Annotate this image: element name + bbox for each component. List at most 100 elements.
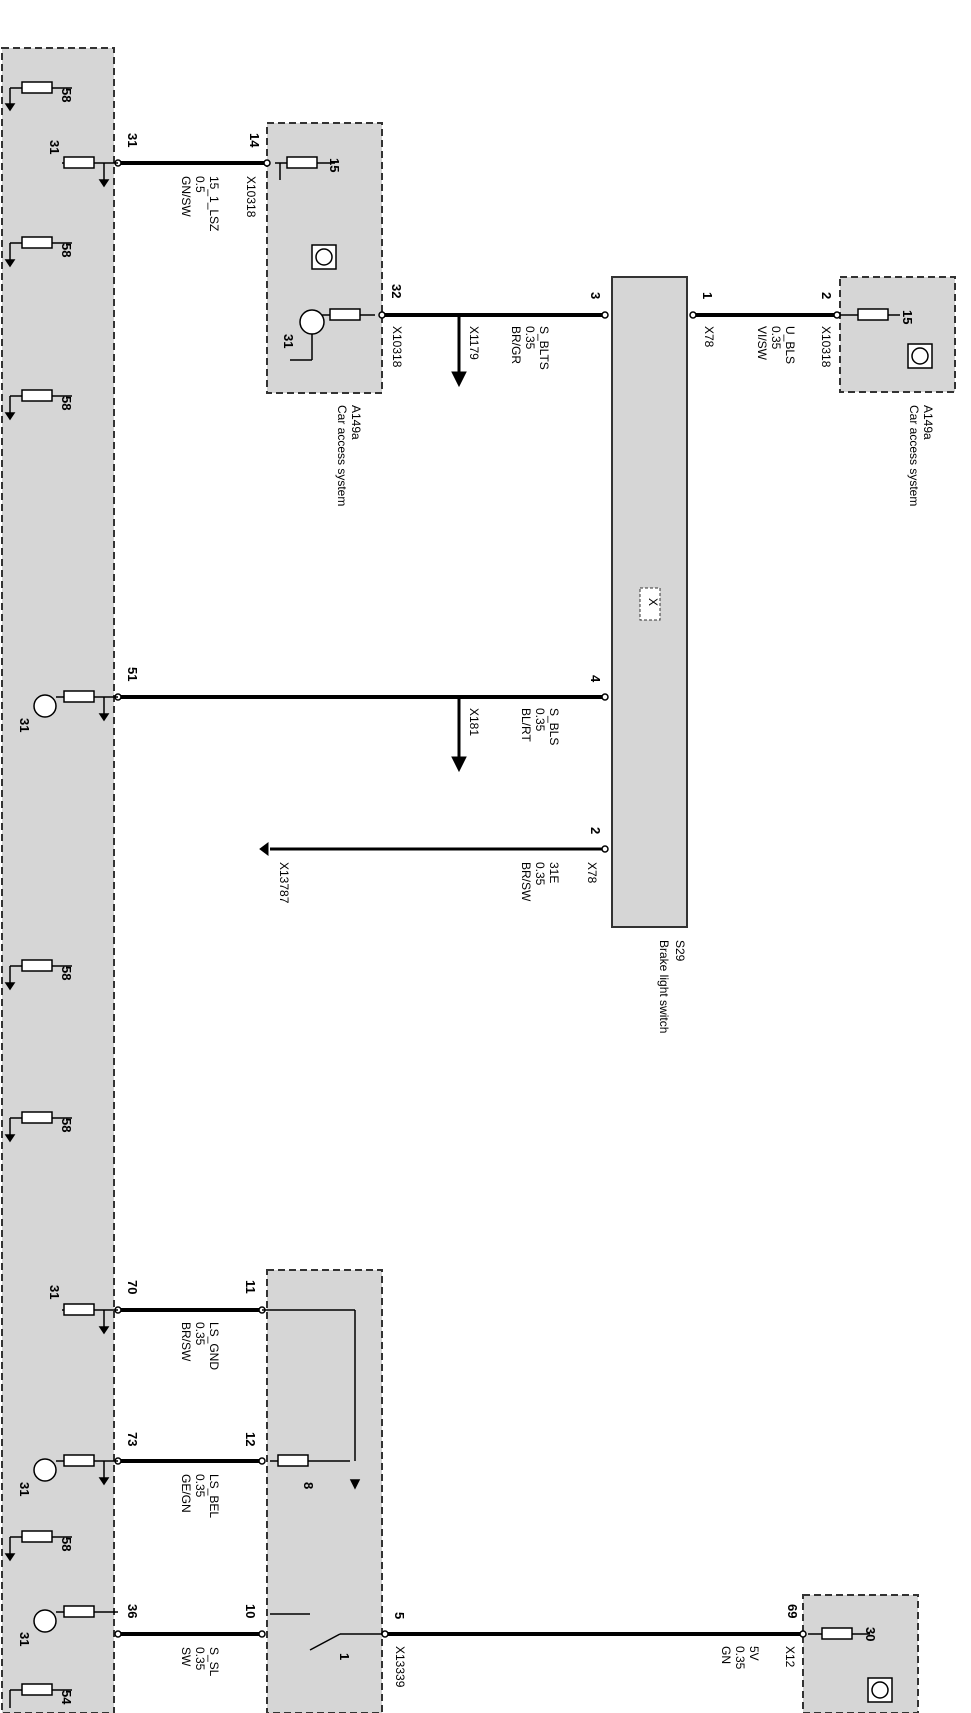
w73-signal: LS_BEL: [207, 1474, 221, 1518]
w70-color: BR/SW: [179, 1322, 193, 1362]
w51-pin-right: 4: [588, 675, 603, 683]
wubls-pin-left: 1: [700, 292, 715, 299]
cas-right-ref: A149a: [921, 405, 935, 440]
w5v-color: GN: [719, 1646, 733, 1664]
tap-label-58-e: 58: [59, 1118, 74, 1132]
w51-splice: X181: [467, 708, 481, 736]
w5v-pin-left: 5: [392, 1612, 407, 1619]
wubls-signal: U_BLS: [783, 326, 797, 364]
splice-arrows: [259, 315, 467, 856]
w31-size: 0.5: [193, 176, 207, 193]
cas-top-ground-label: 31: [281, 334, 296, 348]
wubls-pin-right: 2: [819, 292, 834, 299]
w31e-size: 0.35: [533, 862, 547, 886]
cas-top-tap: [275, 156, 335, 180]
w70-size: 0.35: [193, 1322, 207, 1346]
w32-color: BR/GR: [509, 326, 523, 364]
w31e-signal: 31E: [547, 862, 561, 883]
w70-pin-left: 70: [125, 1280, 140, 1294]
tap-58-c: [4, 389, 72, 421]
brake-switch-name: Brake light switch: [657, 940, 671, 1033]
w36-pin-right: 10: [243, 1604, 258, 1618]
left-control-module: [1, 47, 115, 1713]
lamp-pin1-label: 1: [337, 1653, 352, 1660]
tap-label-31-d: 31: [17, 1482, 32, 1496]
w51-signal: S_BLS: [547, 708, 561, 745]
w70-pin-right: 11: [243, 1280, 258, 1294]
x12-supply-label: 30: [863, 1627, 878, 1641]
brake-switch-symbol-box: [639, 587, 661, 621]
left-module-taps: [4, 81, 118, 1708]
w31-signal: 15_1_LSZ: [207, 176, 221, 231]
x12-module: [802, 1594, 919, 1713]
w73-color: GE/GN: [179, 1474, 193, 1513]
w32-size: 0.35: [523, 326, 537, 350]
lamp-switch-1: [270, 1613, 382, 1651]
tap-label-58-f: 58: [59, 1537, 74, 1551]
tap-58-b: [4, 236, 72, 268]
cas-right-module: [839, 276, 956, 393]
w5v-connector-right: X12: [783, 1646, 797, 1668]
tap-31-c: [62, 1303, 118, 1335]
w73-pin-right: 12: [243, 1432, 258, 1446]
tap-58-e: [4, 1111, 72, 1143]
w31-pin-left: 31: [125, 133, 140, 147]
labels: 58 31 58 58 31 58 58 31 31 58 31 54 15 3…: [17, 88, 935, 1705]
w51-color: BL/RT: [519, 708, 533, 742]
splice-x181-arrow: [451, 756, 467, 773]
tap-label-31-b: 31: [17, 718, 32, 732]
lamp-pin8-label: 8: [301, 1482, 316, 1489]
w36-pin-left: 36: [125, 1604, 140, 1618]
x12-tap: [808, 1627, 870, 1640]
tap-58-f: [4, 1530, 72, 1562]
wubls-connector-right: X10318: [819, 326, 833, 368]
wubls-connector-left: X78: [702, 326, 716, 348]
cas-top-name: Car access system: [335, 405, 349, 506]
w32-pin-right: 3: [588, 292, 603, 299]
brake-switch-ref: S29: [673, 940, 687, 962]
pin-markers: [114, 159, 841, 1638]
lamp-switch-8: [262, 1309, 361, 1490]
tap-label-58-d: 58: [59, 966, 74, 980]
w36-size: 0.35: [193, 1647, 207, 1671]
w73-size: 0.35: [193, 1474, 207, 1498]
w5v-size: 0.35: [733, 1646, 747, 1670]
tap-31-a: [62, 156, 118, 188]
w36-signal: S_SL: [207, 1647, 221, 1677]
w5v-connector-left: X13339: [393, 1646, 407, 1688]
w31-color: GN/SW: [179, 176, 193, 217]
tap-label-31-c: 31: [47, 1285, 62, 1299]
cas-top-supply-label: 15: [327, 158, 342, 172]
w31e-connector-left: X13787: [277, 862, 291, 904]
tap-31-e: [33, 1605, 118, 1633]
tap-58-d: [4, 959, 72, 991]
lamp-module: [266, 1269, 383, 1713]
tap-54: [9, 1683, 72, 1708]
w32-signal: S_BLTS: [537, 326, 551, 370]
cas-right-tap: [840, 308, 900, 321]
w31e-color: BR/SW: [519, 862, 533, 902]
tap-label-58-c: 58: [59, 396, 74, 410]
w70-signal: LS_GND: [207, 1322, 221, 1370]
w32-splice: X1179: [467, 326, 481, 360]
wires: [118, 161, 835, 1636]
tap-label-31-a: 31: [47, 140, 62, 154]
tap-label-58-a: 58: [59, 88, 74, 102]
tap-label-31-e: 31: [17, 1632, 32, 1646]
cas-right-supply-label: 15: [900, 310, 915, 324]
w51-pin-left: 51: [125, 667, 140, 681]
w32-pin-left: 32: [389, 284, 404, 298]
tap-58-a: [4, 81, 72, 112]
brake-switch-symbol: X: [646, 598, 660, 606]
w36-color: SW: [179, 1647, 193, 1667]
w51-size: 0.35: [533, 708, 547, 732]
cas-top-ref: A149a: [349, 405, 363, 440]
tap-label-54: 54: [59, 1690, 74, 1705]
w73-pin-left: 73: [125, 1432, 140, 1446]
w32-connector: X10318: [390, 326, 404, 368]
splice-x1179-arrow: [451, 371, 467, 388]
wubls-color: VI/SW: [755, 326, 769, 361]
w31-connector: X10318: [244, 176, 258, 218]
cas-top-transistor: [290, 308, 375, 361]
